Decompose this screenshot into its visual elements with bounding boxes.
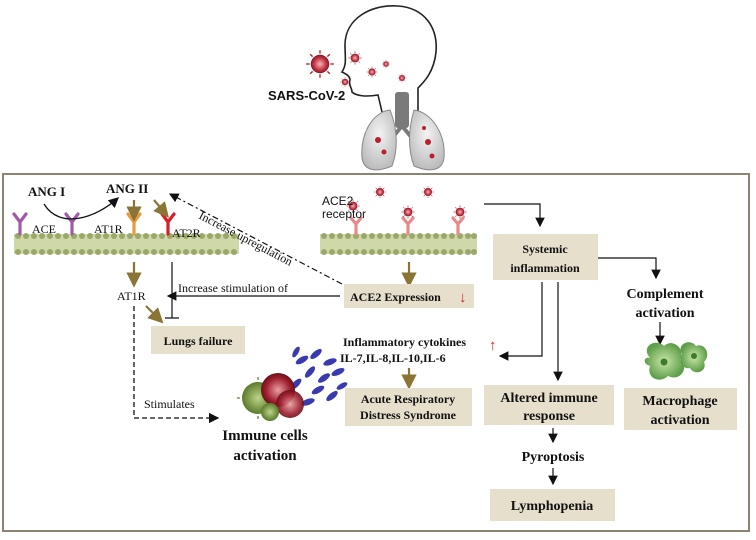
stimulates-dashed-arrow (133, 306, 220, 424)
macrophage-line1: Macrophage (642, 394, 717, 409)
at1r-node-label: AT1R (117, 289, 146, 303)
virus-label: SARS-CoV-2 (268, 88, 345, 103)
viral-particles-exhaled (305, 49, 407, 88)
at1r-receptor-icon (126, 212, 142, 236)
human-head-icon (340, 5, 437, 113)
immune-activation-line1: Immune cells (222, 428, 308, 444)
systemic-to-complement-arrow (598, 257, 661, 280)
ace2-expression-box (344, 284, 474, 308)
lungs-failure-box (151, 326, 245, 354)
pathway-panel (2, 173, 750, 532)
lungs-failure-label: Lungs failure (164, 334, 233, 348)
ang2-label: ANG II (106, 181, 148, 196)
ace2-expression-label: ACE2 Expression (350, 290, 441, 304)
ace2-receptor-line1: ACE2 (322, 194, 354, 208)
cytokines-line2: IL-7,IL-8,IL-10,IL-6 (340, 351, 446, 365)
ace-label: ACE (32, 222, 56, 236)
ace2-receptors-icon (349, 216, 465, 236)
altered-immune-box (484, 385, 614, 425)
lungs-icon (361, 92, 445, 171)
systemic-inflammation-box (493, 234, 598, 280)
ace2-receptor-line2: receptor (322, 207, 366, 221)
ace2-down-indicator: ↓ (459, 289, 467, 306)
lymphopenia-box (490, 489, 615, 521)
ards-box (345, 388, 472, 426)
ang1-to-ang2-arrow (43, 197, 119, 220)
immune-activation-line2: activation (233, 448, 297, 464)
ards-line1: Acute Respiratory (361, 392, 455, 406)
systemic-line2: inflammation (510, 261, 580, 275)
stimulates-label: Stimulates (144, 397, 195, 411)
cytokines-line1: Inflammatory cytokines (343, 335, 466, 349)
altered-line1: Altered immune (500, 391, 597, 406)
macrophage-box (624, 388, 737, 430)
systemic-line1: Systemic (522, 242, 568, 256)
at2r-inhibition-line (165, 262, 179, 319)
cytokines-up-indicator: ↑ (489, 337, 497, 354)
ang1-label: ANG I (28, 184, 65, 199)
stimulation-label: Increase stimulation of (178, 281, 288, 295)
complement-line2: activation (635, 306, 694, 321)
systemic-to-cytokines-arrow (498, 282, 543, 361)
at1r-membrane-label: AT1R (94, 222, 123, 236)
cell-membrane-left (14, 233, 239, 255)
immune-cells-icon (237, 346, 348, 421)
ang2-to-at2r-arrow (153, 199, 169, 218)
pyroptosis-label: Pyroptosis (522, 450, 585, 465)
altered-line2: response (523, 409, 575, 424)
macrophage-icon (644, 342, 708, 380)
virus-to-systemic-arrow (484, 203, 545, 228)
upregulation-arrow (168, 193, 343, 285)
cell-membrane-right (320, 233, 477, 255)
macrophage-line2: activation (650, 413, 709, 428)
complement-line1: Complement (627, 287, 704, 302)
ace-receptor-icon (12, 212, 80, 236)
ards-line2: Distress Syndrome (360, 408, 457, 422)
at1r-to-lungs-arrow (145, 305, 164, 324)
at2r-label: AT2R (172, 226, 201, 240)
lymphopenia-label: Lymphopenia (511, 499, 593, 514)
